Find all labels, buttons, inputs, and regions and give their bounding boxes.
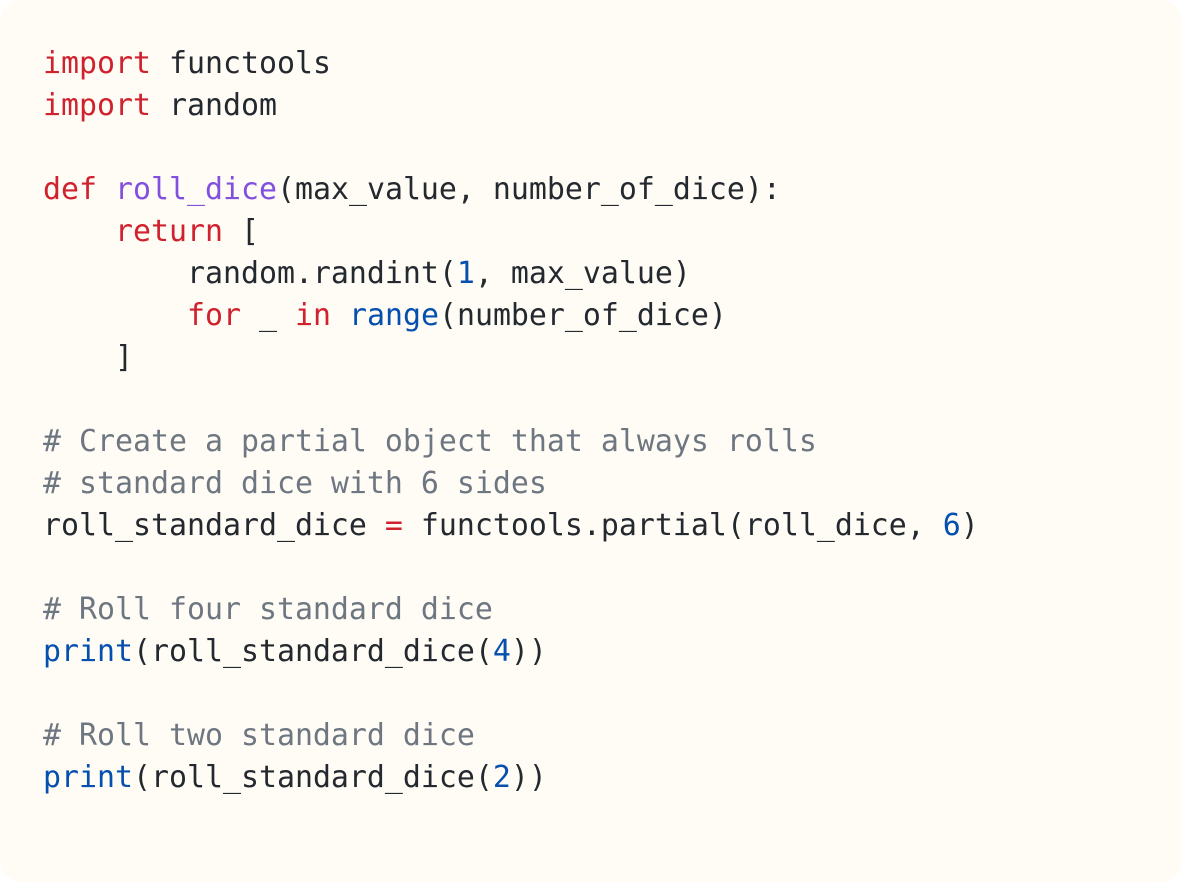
keyword-token: for (186, 298, 241, 333)
code-text: )) (510, 760, 547, 795)
comment-token: # Create a partial object that always ro… (43, 424, 817, 459)
code-text: , max_value) (474, 256, 691, 291)
code-text: random.randint( (43, 256, 457, 291)
code-line: import random (43, 85, 979, 127)
code-text (97, 172, 115, 207)
number-token: 4 (492, 634, 511, 669)
number-token: 1 (456, 256, 475, 291)
code-text (331, 298, 349, 333)
code-text: roll_standard_dice (43, 508, 385, 543)
code-text: (max_value, number_of_dice): (276, 172, 781, 207)
code-line: roll_standard_dice = functools.partial(r… (43, 505, 979, 547)
code-text (43, 214, 115, 249)
code-line: # Create a partial object that always ro… (43, 421, 979, 463)
code-line: ​ (43, 673, 979, 715)
code-text: _ (240, 298, 295, 333)
keyword-token: import (43, 88, 151, 123)
keyword-token: in (294, 298, 331, 333)
code-line: import functools (43, 43, 979, 85)
comment-token: # Roll two standard dice (43, 718, 475, 753)
code-text: [ (222, 214, 259, 249)
code-text: random (150, 88, 277, 123)
number-token: 6 (942, 508, 961, 543)
code-line: # Roll four standard dice (43, 589, 979, 631)
code-text: functools (150, 46, 331, 81)
code-text: ] (43, 340, 133, 375)
code-line: print(roll_standard_dice(4)) (43, 631, 979, 673)
code-line: def roll_dice(max_value, number_of_dice)… (43, 169, 979, 211)
builtin-token: print (43, 634, 133, 669)
code-text: (number_of_dice) (438, 298, 727, 333)
code-text (43, 298, 187, 333)
keyword-token: def (43, 172, 97, 207)
keyword-token: return (114, 214, 223, 249)
comment-token: # Roll four standard dice (43, 592, 493, 627)
code-line: for _ in range(number_of_dice) (43, 295, 979, 337)
function-name-token: roll_dice (115, 172, 277, 207)
code-line: ​ (43, 379, 979, 421)
code-text: )) (510, 634, 547, 669)
code-text: (roll_standard_dice( (132, 760, 493, 795)
code-line: ] (43, 337, 979, 379)
code-line: print(roll_standard_dice(2)) (43, 757, 979, 799)
operator-token: = (384, 508, 403, 543)
code-line: ​ (43, 547, 979, 589)
code-line: ​ (43, 127, 979, 169)
code-text: ) (960, 508, 979, 543)
code-line: # Roll two standard dice (43, 715, 979, 757)
builtin-token: print (43, 760, 133, 795)
code-line: return [ (43, 211, 979, 253)
code-line: # standard dice with 6 sides (43, 463, 979, 505)
code-text: functools.partial(roll_dice, (402, 508, 943, 543)
code-line: random.randint(1, max_value) (43, 253, 979, 295)
keyword-token: import (43, 46, 151, 81)
code-text: (roll_standard_dice( (132, 634, 493, 669)
builtin-token: range (348, 298, 439, 333)
comment-token: # standard dice with 6 sides (43, 466, 547, 501)
number-token: 2 (492, 760, 511, 795)
